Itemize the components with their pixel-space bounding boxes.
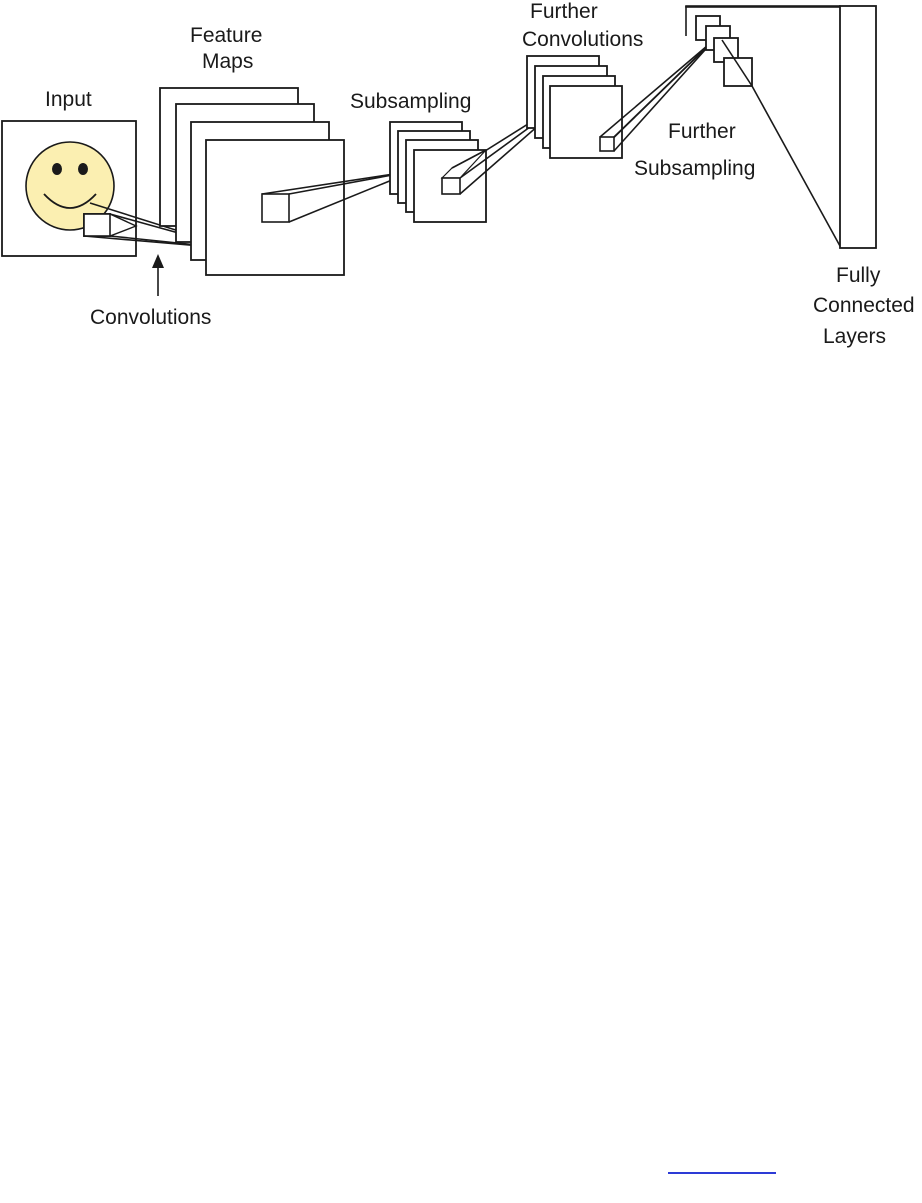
subsampling-stack [389, 121, 487, 223]
label-fully-connected-line3: Layers [823, 325, 886, 348]
label-feature-maps-line2: Maps [202, 50, 253, 73]
label-further-convolutions-line2: Convolutions [522, 28, 643, 51]
further-convolutions-receptive-field [599, 39, 715, 152]
label-further-subsampling-line2: Subsampling [634, 157, 755, 180]
label-fully-connected-line1: Fully [836, 264, 881, 287]
label-convolutions: Convolutions [90, 306, 211, 329]
feature-map-receptive-field [261, 170, 415, 223]
further-subsampling-stack [685, 5, 841, 87]
cnn-architecture-diagram: Input Convolutions Feature Maps Su [1, 0, 915, 348]
label-fully-connected-line2: Connected [813, 294, 915, 317]
further-convolutions-stack [526, 55, 623, 159]
fully-connected-layer-bar [839, 5, 877, 249]
label-subsampling: Subsampling [350, 90, 471, 113]
label-further-subsampling-line1: Further [668, 120, 736, 143]
link-underline[interactable] [668, 1172, 776, 1174]
smiley-face-icon [25, 141, 115, 231]
feature-maps-stack [159, 87, 345, 276]
further-subsampling-projection [721, 39, 841, 247]
label-input: Input [45, 88, 92, 111]
label-feature-maps-line1: Feature [190, 24, 262, 47]
up-arrow-icon [152, 254, 164, 296]
label-further-convolutions-line1: Further [530, 0, 598, 23]
